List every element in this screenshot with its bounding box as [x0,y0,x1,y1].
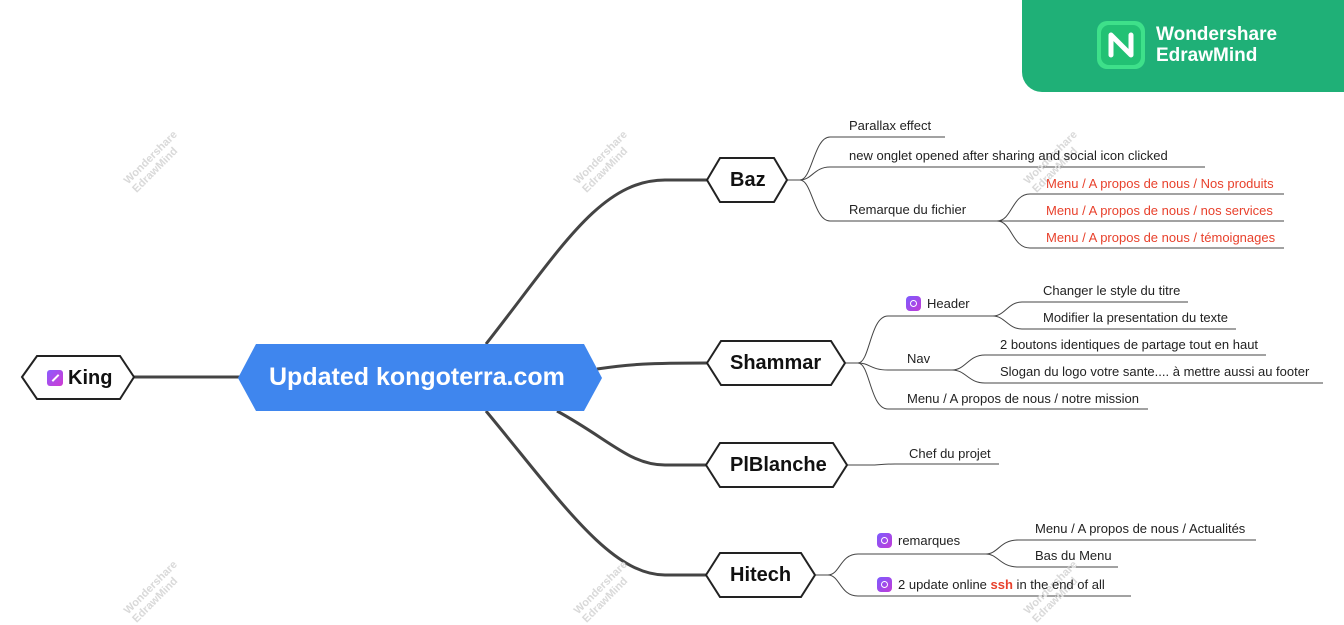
edge-r1 [996,193,1284,222]
edge-h1 [992,301,1188,317]
edge-baz [484,178,708,345]
edge-plblanche [556,409,708,467]
topic-update-suffix: in the end of all [1012,577,1105,592]
topic-remarque-3[interactable]: Menu / A propos de nous / témoignages [1046,230,1276,245]
shammar-node-shape [705,340,847,386]
king-node-shape [20,355,136,400]
main-connectors [134,178,709,577]
central-node-shape [238,344,602,411]
edge-onglet [799,166,1205,181]
shammar-node[interactable]: Shammar [730,352,822,374]
badge-icon [877,533,892,548]
baz-node-shape [705,157,789,203]
topic-nav[interactable]: Nav [907,351,931,366]
topic-update-prefix: 2 update online [898,577,991,592]
topic-update-highlight: ssh [990,577,1013,592]
hitech-node[interactable]: Hitech [730,564,792,586]
topic-header[interactable]: Header [906,296,970,312]
edge-n2 [951,369,1323,384]
topic-chef[interactable]: Chef du projet [909,446,991,461]
edrawmind-logo-icon [1097,21,1145,69]
edge-chef [847,463,999,466]
topic-mission[interactable]: Menu / A propos de nous / notre mission [907,391,1139,406]
edge-r3 [996,220,1284,249]
topic-nav-2[interactable]: Slogan du logo votre sante.... à mettre … [1000,364,1310,379]
plblanche-node[interactable]: PlBlanche [730,454,827,476]
topic-remarque-2[interactable]: Menu / A propos de nous / nos services [1046,203,1273,218]
topic-nav-1[interactable]: 2 boutons identiques de partage tout en … [1000,337,1259,352]
edge-nav [857,362,952,371]
topic-header-label: Header [927,296,970,311]
edge-shammar [596,361,709,371]
baz-node[interactable]: Baz [730,169,766,191]
badge-icon [906,296,921,311]
edge-mission [857,362,1148,410]
topic-remarque-1[interactable]: Menu / A propos de nous / Nos produits [1046,176,1274,191]
brand-name: Wondershare EdrawMind [1156,24,1277,66]
brand-line2: EdrawMind [1156,45,1258,66]
topic-header-2[interactable]: Modifier la presentation du texte [1043,310,1228,325]
topic-remarques-2[interactable]: Bas du Menu [1035,548,1112,563]
topic-remarques-1[interactable]: Menu / A propos de nous / Actualités [1035,521,1246,536]
topic-update[interactable]: 2 update online ssh in the end of all [877,577,1105,593]
edge-rm1 [985,539,1256,555]
brand-line1: Wondershare [1156,24,1278,45]
topic-header-1[interactable]: Changer le style du titre [1043,283,1181,298]
king-node[interactable]: King [47,367,112,390]
edge-rm2 [985,553,1118,568]
topic-remarques-label: remarques [898,533,961,548]
central-node[interactable]: Updated kongoterra.com [269,363,565,391]
edge-update [827,574,1131,597]
topic-onglet[interactable]: new onglet opened after sharing and soci… [849,148,1168,163]
topic-remarques[interactable]: remarques [877,533,960,549]
edge-remarque [799,179,997,222]
edge-h2 [992,315,1236,330]
edge-n1 [951,354,1266,371]
edge-hitech [484,410,708,577]
pen-icon [47,370,63,386]
topic-remarque[interactable]: Remarque du fichier [849,202,967,217]
badge-icon [877,577,892,592]
plblanche-node-shape [704,442,849,488]
sub-connectors [786,136,1323,597]
brand-badge[interactable]: Wondershare EdrawMind [1022,0,1344,92]
king-label: King [68,367,113,389]
topic-parallax[interactable]: Parallax effect [849,118,932,133]
hitech-node-shape [704,552,817,598]
edge-remarques [815,553,986,576]
